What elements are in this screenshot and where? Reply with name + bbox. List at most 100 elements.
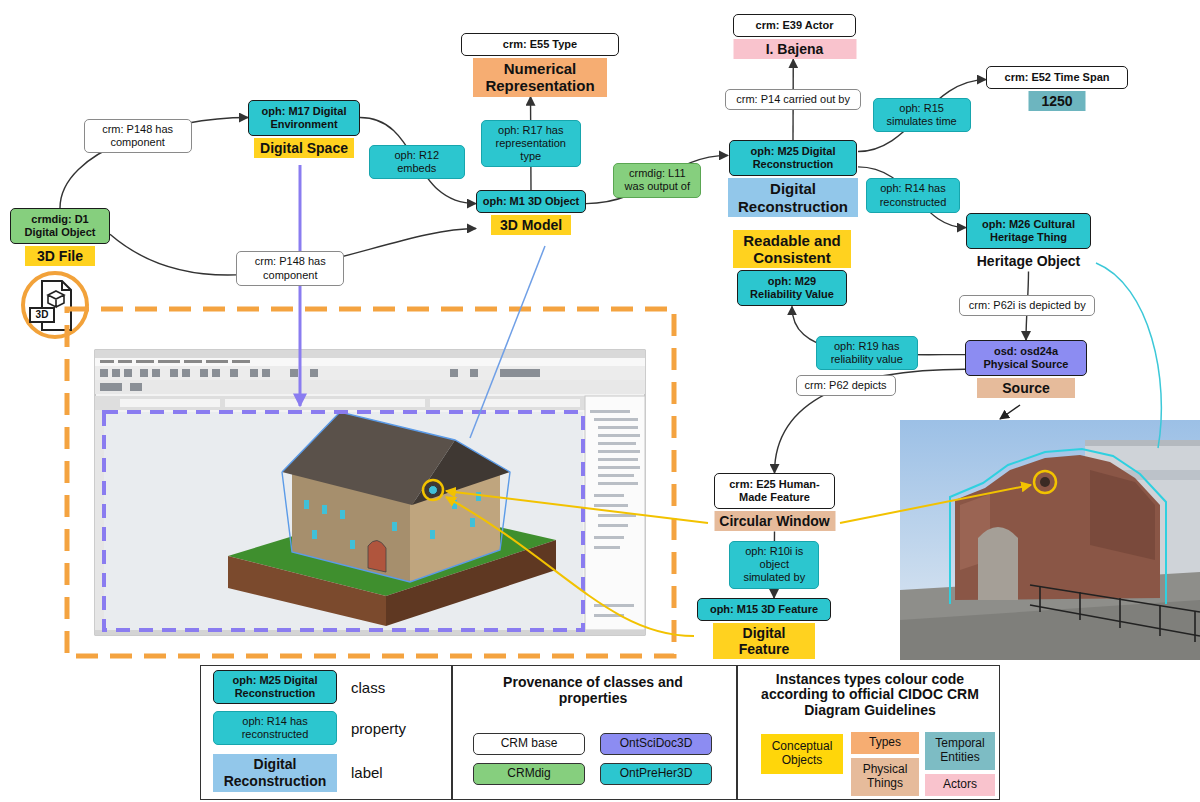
illustration-part (598, 474, 634, 477)
illustration-part (230, 369, 238, 377)
illustration-part (170, 369, 178, 377)
illustration-part (250, 369, 258, 377)
illustration-part (95, 350, 645, 635)
property-box: oph: R15 simulates time (873, 98, 971, 132)
illustration-part (23, 273, 87, 337)
leader-lines (300, 165, 1161, 636)
illustration-part (158, 360, 180, 363)
legend-divider (451, 666, 453, 799)
illustration-part (430, 399, 580, 407)
illustration-part (136, 360, 154, 363)
illustration-part (184, 360, 202, 363)
relation-connector (60, 118, 248, 208)
illustration-part (262, 369, 270, 377)
illustration-part (200, 369, 208, 377)
instance-label: Readable and Consistent (733, 230, 851, 269)
class-box: crm: E52 Time Span1250 (986, 66, 1128, 89)
illustration-part (598, 524, 628, 527)
illustration-part (598, 482, 638, 485)
illustration-part (95, 358, 645, 366)
class-box: crm: E55 TypeNumerical Representation (461, 33, 619, 56)
illustration-part (598, 442, 636, 445)
illustration-part (470, 246, 545, 438)
illustration-part (1096, 263, 1161, 448)
legend-divider (736, 666, 738, 799)
illustration-part (95, 380, 645, 394)
dashed-frame (67, 309, 674, 656)
illustration-part (429, 486, 438, 495)
illustration-part (104, 412, 583, 630)
illustration-part (130, 383, 142, 391)
class-name: oph: M29 Reliability Value (743, 275, 841, 301)
illustration-part (206, 360, 228, 363)
legend-row: oph: M25 Digital Reconstructionclass (213, 670, 385, 704)
instance-label: 1250 (1029, 91, 1086, 111)
class-name: oph: M17 Digital Environment (254, 105, 354, 131)
class-box: Readable and Consistentoph: M29 Reliabil… (737, 270, 847, 306)
illustration-part (598, 450, 640, 453)
relation-connector (858, 167, 966, 228)
illustration-part (100, 369, 540, 391)
legend-text: CRMdig (505, 766, 552, 782)
illustration-part (1040, 477, 1050, 487)
class-box: oph: M26 Cultural Heritage ThingHeritage… (966, 213, 1091, 249)
relation-connector (586, 155, 728, 203)
illustration-part (598, 466, 640, 469)
property-box: oph: R12 embeds (369, 145, 465, 179)
illustration-part (594, 504, 628, 507)
class-name: oph: M1 3D Object (482, 195, 580, 208)
class-box: oph: M17 Digital EnvironmentDigital Spac… (248, 100, 360, 136)
relation-connector (858, 80, 986, 152)
legend-sample: Digital Reconstruction (213, 754, 337, 792)
instance-label: Source (977, 378, 1075, 398)
illustration-part (290, 369, 298, 377)
legend-text: CRM base (499, 736, 560, 752)
illustration-part (225, 399, 425, 407)
legend-text: Conceptual Objects (761, 739, 843, 769)
legend-swatch: OntPreHer3D (600, 763, 712, 785)
class-box: crm: E39 ActorI. Bajena (733, 14, 856, 37)
legend-swatch: Conceptual Objects (761, 734, 843, 774)
illustration-part (978, 527, 1018, 600)
illustration-part (594, 494, 624, 497)
illustration-part (62, 281, 71, 290)
class-box: osd: osd24a Physical SourceSource (965, 340, 1087, 376)
legend-swatch: CRMdig (473, 763, 585, 785)
illustration-part (120, 399, 220, 407)
legend-text: label (351, 764, 383, 781)
illustration-part (470, 518, 475, 527)
legend-swatch: Physical Things (851, 758, 919, 796)
illustration-part (1000, 405, 1020, 419)
illustration-part (598, 458, 638, 461)
class-box: oph: M15 3D FeatureDigital Feature (697, 598, 831, 621)
illustration-part (340, 510, 345, 519)
instance-label: 3D File (25, 246, 95, 266)
legend-swatch: OntSciDoc3D (600, 733, 712, 755)
illustration-part (594, 418, 638, 421)
illustration-part (950, 449, 1166, 604)
legend-swatch: CRM base (473, 733, 585, 755)
property-box: crm: P62 depicts (796, 375, 896, 396)
class-name: crm: E39 Actor (739, 19, 850, 32)
legend-text: Physical Things (851, 762, 919, 792)
class-name: osd: osd24a Physical Source (971, 345, 1081, 371)
legend-box: oph: M25 Digital Reconstructionclassoph:… (200, 665, 1000, 800)
illustration-part (95, 350, 645, 358)
illustration-part (312, 530, 317, 539)
legend-text: OntSciDoc3D (618, 736, 695, 752)
legend-text: Types (867, 735, 903, 751)
legend-text: OntPreHer3D (618, 766, 695, 782)
illustration-part (282, 412, 455, 505)
illustration-part (112, 369, 120, 377)
class-name: crmdig: D1 Digital Object (16, 213, 104, 239)
illustration-part (446, 491, 708, 523)
legend-text: class (351, 679, 385, 696)
illustration-part (955, 455, 1160, 600)
illustration-part (152, 369, 160, 377)
illustration-part (1030, 585, 1200, 642)
instance-label: Heritage Object (966, 251, 1091, 271)
instance-label: Circular Window (714, 511, 835, 531)
property-box: oph: R14 has reconstructed (866, 178, 960, 212)
illustration-part (304, 500, 309, 509)
